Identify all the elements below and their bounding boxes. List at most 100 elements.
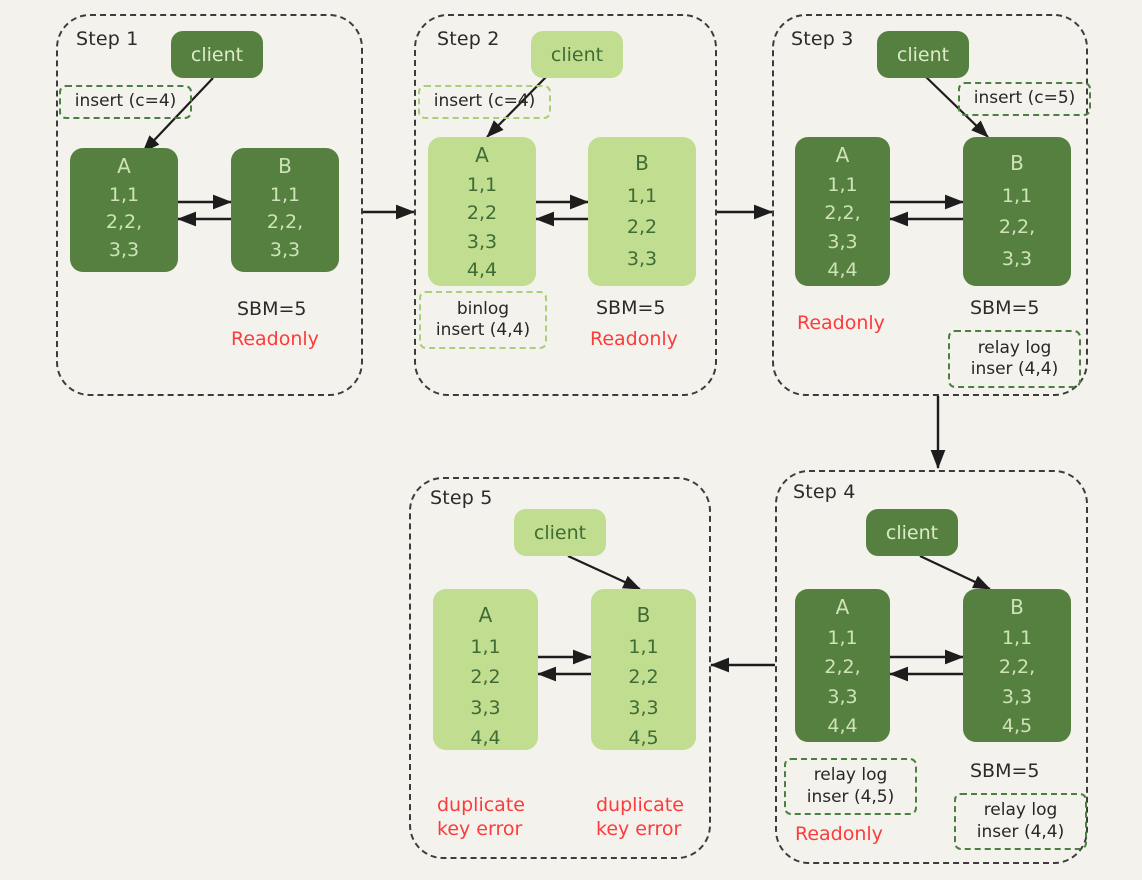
step-5-node-b[interactable]: B 1,1 2,2 3,3 4,5 <box>591 589 696 750</box>
step-4-node-b-row-3: 4,5 <box>1001 715 1033 738</box>
step-4-relay-note-b: relay log inser (4,4) <box>954 793 1087 850</box>
step-panel-5[interactable] <box>409 477 711 859</box>
step-2-sbm-label: SBM=5 <box>596 297 666 319</box>
step-2-node-a-row-2: 3,3 <box>466 230 498 253</box>
step-2-readonly-label: Readonly <box>590 328 678 350</box>
step-5-node-a-row-0: 1,1 <box>470 635 501 658</box>
step-1-client-label: client <box>190 43 244 66</box>
step-1-node-a-row-2: 3,3 <box>108 238 140 261</box>
step-4-node-a-row-0: 1,1 <box>827 626 858 649</box>
step-2-client-box[interactable]: client <box>531 31 623 78</box>
step-4-client-box[interactable]: client <box>866 509 958 556</box>
step-2-node-a-name: A <box>475 143 489 167</box>
step-2-binlog-note: binlog insert (4,4) <box>419 291 547 349</box>
step-4-relay-a-line2: inser (4,5) <box>806 786 895 807</box>
step-4-node-a[interactable]: A 1,1 2,2, 3,3 4,4 <box>795 589 890 742</box>
step-5-error-a-line2: key error <box>437 817 523 840</box>
step-5-error-a: duplicate key error <box>437 794 525 842</box>
step-panel-4[interactable] <box>775 470 1088 864</box>
step-5-title: Step 5 <box>430 487 493 509</box>
step-1-sbm-label: SBM=5 <box>237 298 307 320</box>
step-3-node-a-row-0: 1,1 <box>827 173 858 196</box>
step-4-node-a-row-3: 4,4 <box>827 715 858 738</box>
step-5-node-a[interactable]: A 1,1 2,2 3,3 4,4 <box>433 589 538 750</box>
step-1-title: Step 1 <box>76 28 139 50</box>
step-1-node-a[interactable]: A 1,1 2,2, 3,3 <box>70 148 178 272</box>
step-2-binlog-line1: binlog <box>456 298 510 319</box>
step-1-node-a-row-1: 2,2, <box>105 211 143 234</box>
step-4-client-label: client <box>885 521 939 544</box>
step-3-node-a-name: A <box>835 143 850 167</box>
step-4-node-a-row-1: 2,2, <box>824 656 861 679</box>
step-5-node-b-row-0: 1,1 <box>628 635 659 658</box>
step-4-relay-a-line1: relay log <box>813 765 888 786</box>
step-3-insert-text: insert (c=5) <box>973 88 1076 109</box>
step-5-node-a-name: A <box>478 603 493 627</box>
step-2-node-b-row-0: 1,1 <box>626 184 658 207</box>
step-2-node-a-row-1: 2,2 <box>466 202 498 225</box>
step-2-node-b-row-2: 3,3 <box>626 247 658 270</box>
step-panel-2[interactable] <box>414 14 717 396</box>
step-3-insert-note: insert (c=5) <box>958 82 1091 116</box>
step-2-node-b[interactable]: B 1,1 2,2 3,3 <box>588 137 696 286</box>
step-3-relay-line2: inser (4,4) <box>970 359 1059 379</box>
step-1-insert-note: insert (c=4) <box>59 85 192 119</box>
step-2-node-a-row-3: 4,4 <box>466 259 498 282</box>
step-2-title: Step 2 <box>437 28 500 50</box>
step-3-client-label: client <box>896 43 950 66</box>
step-2-client-label: client <box>550 43 604 66</box>
step-2-node-b-row-1: 2,2 <box>626 216 658 239</box>
step-4-relay-b-line2: inser (4,4) <box>976 821 1065 842</box>
step-4-node-b[interactable]: B 1,1 2,2, 3,3 4,5 <box>963 589 1071 742</box>
step-5-node-b-row-3: 4,5 <box>628 727 659 750</box>
step-1-node-b-name: B <box>278 154 292 178</box>
step-3-title: Step 3 <box>791 28 854 50</box>
step-panel-3[interactable] <box>772 14 1088 396</box>
step-4-node-b-name: B <box>1010 595 1024 619</box>
step-5-node-a-row-2: 3,3 <box>470 696 501 719</box>
step-5-node-a-row-3: 4,4 <box>470 727 501 750</box>
step-2-insert-text: insert (c=4) <box>433 91 536 112</box>
step-1-node-b[interactable]: B 1,1 2,2, 3,3 <box>231 148 339 272</box>
step-5-node-a-row-1: 2,2 <box>470 666 501 689</box>
step-3-node-a-row-1: 2,2, <box>824 202 861 225</box>
step-5-client-box[interactable]: client <box>514 509 606 556</box>
step-1-client-box[interactable]: client <box>171 31 263 78</box>
step-5-error-a-line1: duplicate <box>437 794 525 816</box>
step-panel-1[interactable] <box>56 14 363 396</box>
step-4-sbm-label: SBM=5 <box>970 760 1040 782</box>
step-4-node-b-row-0: 1,1 <box>1001 626 1033 649</box>
step-4-node-b-row-2: 3,3 <box>1001 685 1033 708</box>
step-4-node-a-name: A <box>835 595 850 619</box>
step-1-node-a-row-0: 1,1 <box>108 183 140 206</box>
step-1-node-a-name: A <box>117 154 131 178</box>
step-3-node-a-row-3: 4,4 <box>827 259 858 282</box>
step-3-node-b-row-0: 1,1 <box>1001 184 1033 207</box>
step-5-node-b-name: B <box>636 603 651 627</box>
step-3-node-a-row-2: 3,3 <box>827 230 858 253</box>
step-4-relay-note-a: relay log inser (4,5) <box>784 758 917 815</box>
step-2-node-b-name: B <box>635 151 649 175</box>
step-1-node-b-row-2: 3,3 <box>269 238 301 261</box>
step-3-client-box[interactable]: client <box>877 31 969 78</box>
step-4-node-a-row-2: 3,3 <box>827 685 858 708</box>
step-4-title: Step 4 <box>793 481 856 503</box>
step-5-client-label: client <box>533 521 587 544</box>
step-1-node-b-row-1: 2,2, <box>266 211 304 234</box>
step-3-sbm-label: SBM=5 <box>970 297 1040 319</box>
step-2-node-a-row-0: 1,1 <box>466 173 498 196</box>
step-3-relay-line1: relay log <box>977 337 1052 358</box>
step-3-node-b-row-1: 2,2, <box>998 216 1036 239</box>
step-4-node-b-row-1: 2,2, <box>998 656 1036 679</box>
step-3-node-a[interactable]: A 1,1 2,2, 3,3 4,4 <box>795 137 890 286</box>
step-3-node-b-row-2: 3,3 <box>1001 247 1033 270</box>
step-5-error-b: duplicate key error <box>596 794 684 842</box>
step-2-node-a[interactable]: A 1,1 2,2 3,3 4,4 <box>428 137 536 286</box>
step-3-node-b[interactable]: B 1,1 2,2, 3,3 <box>963 137 1071 286</box>
step-5-node-b-row-1: 2,2 <box>628 666 659 689</box>
step-2-binlog-line2: insert (4,4) <box>435 320 531 340</box>
step-4-relay-b-line1: relay log <box>983 800 1058 821</box>
step-4-readonly-label: Readonly <box>795 823 883 845</box>
step-5-error-b-line2: key error <box>596 817 682 840</box>
